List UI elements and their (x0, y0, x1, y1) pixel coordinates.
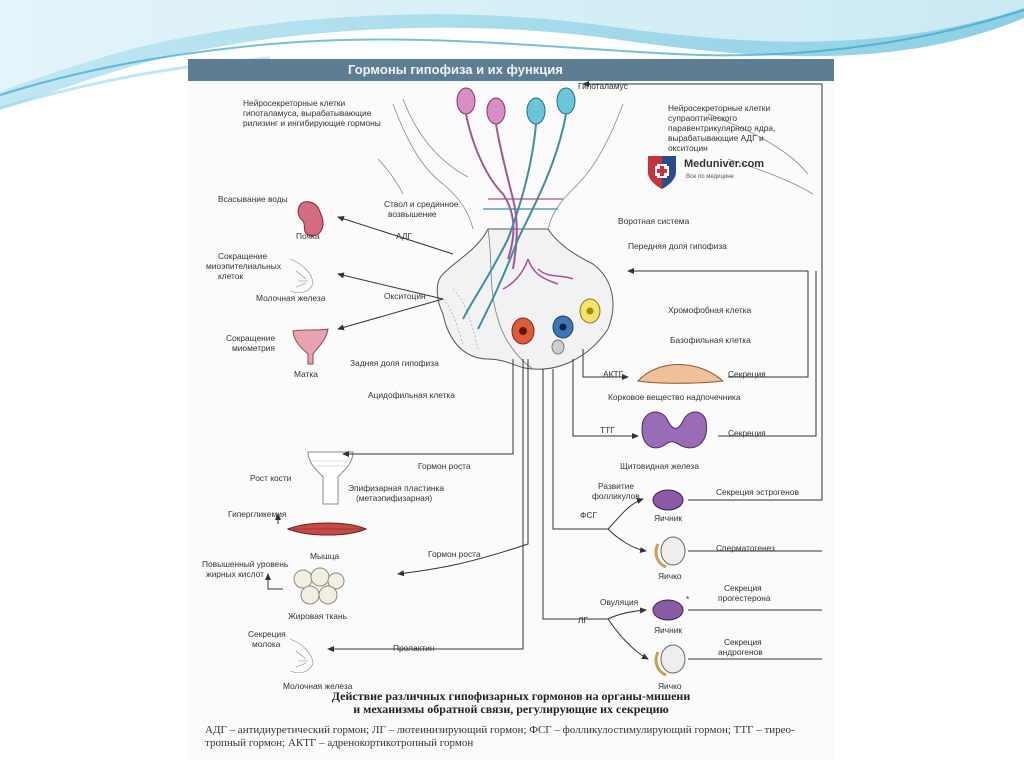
label-adrenal-cortex: Корковое вещество надпочечника (608, 392, 741, 402)
label-acidophil: Ацидофильная клетка (368, 390, 455, 400)
label-secretion-ttg: Секреция (728, 428, 766, 438)
label-myoepithelial: Сокращение миоэпителиальных клеток (206, 251, 283, 281)
label-ovulation: Овуляция (600, 597, 638, 607)
label-ovary: Яичник (654, 513, 682, 523)
testis-icon (654, 536, 686, 569)
label-star: * (686, 594, 690, 604)
label-uterus: Матка (294, 369, 318, 379)
label-hyperglycemia: Гипергликемия (228, 509, 286, 519)
label-gh-1: Гормон роста (418, 461, 471, 471)
label-adh: АДГ (396, 231, 413, 241)
label-mammary-gland: Молочная железа (256, 293, 326, 303)
label-hypothalamus: Гипоталамус (578, 81, 628, 91)
thyroid-icon (641, 411, 708, 449)
label-secretion-actg: Секреция (728, 369, 766, 379)
label-chromophobe: Хромофобная клетка (668, 305, 752, 315)
label-thyroid: Щитовидная железа (620, 461, 699, 471)
ovary-2-icon (652, 599, 684, 621)
adrenal-cortex-icon (636, 364, 725, 384)
adipose-tissue-icon (293, 567, 345, 605)
uterus-icon (292, 328, 329, 365)
label-milk-secretion: Секреция молока (248, 629, 288, 649)
neurosecretory-cells (456, 87, 576, 330)
label-bone-growth: Рост кости (250, 473, 292, 483)
label-prolactin: Пролактин (393, 643, 435, 653)
pituitary-gland (436, 228, 614, 370)
pituitary-hormone-diagram: Гипоталамус Нейросекреторные клетки гипо… (202, 81, 823, 691)
label-fatty-acids: Повышенный уровень жирных кислот (202, 559, 291, 579)
logo-tagline: Все по медицине (686, 174, 734, 180)
kidney-icon (297, 201, 324, 237)
label-neuro-right: Нейросекреторные клетки супраоптического… (668, 103, 778, 153)
logo-brand: Meduniver.com (684, 158, 765, 170)
label-myometrium: Сокращение миометрия (226, 333, 277, 353)
page-title: Гормоны гипофиза и их функция (188, 59, 834, 81)
label-actg: АКТГ (603, 369, 624, 379)
label-estrogen-secretion: Секреция эстрогенов (716, 487, 799, 497)
meduniver-logo: Meduniver.com Все по медицине (644, 152, 764, 196)
label-water-absorption: Всасывание воды (218, 194, 288, 204)
label-ttg: ТТГ (600, 425, 615, 435)
label-stalk: Ствол и срединное возвышение (384, 199, 461, 219)
mammary-gland-icon (289, 258, 314, 294)
label-fsh: ФСГ (580, 510, 597, 520)
label-portal-system: Воротная система (618, 216, 690, 226)
abbreviation-legend: АДГ – антидиуретический гормон; ЛГ – лют… (205, 724, 795, 749)
label-spermatogenesis: Сперматогенез (716, 543, 775, 553)
label-mammary-gland-2: Молочная железа (283, 681, 353, 691)
hormone-arrows (265, 81, 823, 660)
label-androgen-secretion: Секреция андрогенов (718, 637, 764, 657)
figure-caption: Действие различных гипофизарных гормонов… (188, 690, 834, 716)
label-muscle: Мышца (310, 551, 340, 561)
label-progesterone-secretion: Секреция прогестерона (718, 583, 771, 603)
label-epiphyseal-plate: Эпифизарная пластинка (метаэпифизарная) (348, 483, 446, 503)
label-testis-2: Яичко (658, 681, 682, 691)
figure-panel: Гормоны гипофиза и их функция (188, 59, 834, 760)
pituitary-cells (511, 298, 601, 355)
label-kidney: Почка (296, 231, 320, 241)
caption-line-1: Действие различных гипофизарных гормонов… (331, 689, 691, 703)
label-basophil: Базофильная клетка (670, 335, 751, 345)
bone-icon (307, 451, 354, 505)
muscle-icon (286, 522, 368, 536)
label-testis: Яичко (658, 571, 682, 581)
brain-outline (377, 98, 814, 230)
shield-cross-icon (648, 156, 676, 189)
mammary-gland-2-icon (289, 638, 314, 674)
testis-2-icon (654, 644, 686, 677)
label-adipose: Жировая ткань (288, 611, 348, 621)
label-follicle-development: Развитие фолликулов (592, 481, 640, 501)
label-anterior-lobe: Передняя доля гипофиза (628, 241, 727, 251)
label-posterior-lobe: Задняя доля гипофиза (350, 358, 439, 368)
label-oxytocin: Окситоцин (384, 291, 426, 301)
label-lh: ЛГ (578, 615, 588, 625)
label-ovary-2: Яичник (654, 625, 682, 635)
caption-line-2: и механизмы обратной связи, регулирующие… (353, 702, 669, 716)
ovary-icon (652, 489, 684, 511)
label-neuro-left: Нейросекреторные клетки гипоталамуса, вы… (243, 98, 381, 128)
label-gh-2: Гормон роста (428, 549, 481, 559)
